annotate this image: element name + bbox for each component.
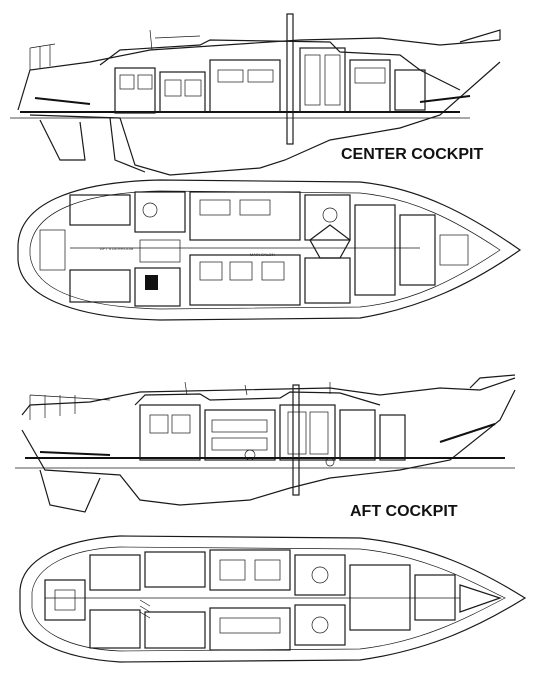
center-cockpit-profile bbox=[10, 13, 501, 176]
center-cockpit-label: CENTER COCKPIT bbox=[341, 146, 483, 163]
svg-text:AFT STATEROOM: AFT STATEROOM bbox=[100, 246, 133, 251]
aft-cockpit-profile bbox=[15, 374, 516, 513]
aft-cockpit-label: AFT COCKPIT bbox=[350, 503, 458, 520]
aft-cockpit-plan bbox=[19, 535, 527, 663]
center-cockpit-plan: AFT STATEROOM MAIN SALON bbox=[17, 179, 522, 321]
svg-text:MAIN SALON: MAIN SALON bbox=[250, 252, 275, 257]
